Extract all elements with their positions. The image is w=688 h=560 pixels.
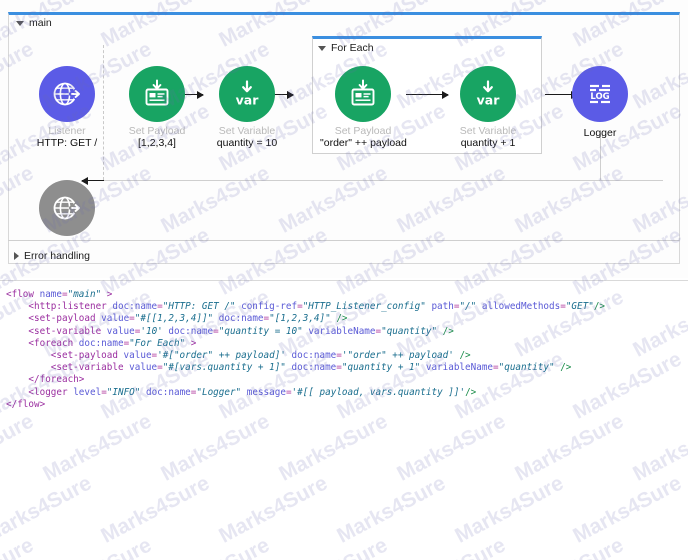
flow-designer-canvas: main For Each Listener HTTP: GET / xyxy=(0,0,688,278)
watermark-text: Marks4Sure xyxy=(511,533,627,560)
error-handling-section[interactable]: Error handling xyxy=(14,250,90,262)
globe-arrow-icon[interactable] xyxy=(39,66,95,122)
main-flow-header[interactable]: main xyxy=(16,17,52,29)
node-value-label: quantity + 1 xyxy=(460,137,516,149)
chevron-right-icon[interactable] xyxy=(14,252,19,260)
node-set-payload-2[interactable]: Set Payload "order" ++ payload xyxy=(320,66,407,150)
watermark-text: Marks4Sure xyxy=(0,471,96,548)
watermark-text: Marks4Sure xyxy=(215,471,332,548)
logger-down-line xyxy=(600,133,601,180)
code-line: <logger level="INFO" doc:name="Logger" m… xyxy=(6,386,477,398)
watermark-text: Marks4Sure xyxy=(157,533,273,560)
node-type-label: Set Variable xyxy=(459,125,517,137)
node-set-variable-1[interactable]: var Set Variable quantity = 10 xyxy=(204,66,290,150)
arrow-response-to-listener xyxy=(81,176,104,185)
node-set-variable-2[interactable]: var Set Variable quantity + 1 xyxy=(445,66,531,150)
arrow-listener-to-setpayload xyxy=(172,90,204,99)
set-payload-icon[interactable] xyxy=(335,66,391,122)
main-flow-container xyxy=(8,12,680,264)
watermark-text: Marks4Sure xyxy=(629,533,688,560)
globe-arrow-icon[interactable] xyxy=(39,180,95,236)
code-line: <http:listener doc:name="HTTP: GET /" co… xyxy=(6,301,606,313)
code-line: </foreach> xyxy=(6,374,85,386)
chevron-down-icon[interactable] xyxy=(16,20,24,26)
watermark-text: Marks4Sure xyxy=(39,533,155,560)
watermark-text: Marks4Sure xyxy=(393,533,509,560)
code-line: <foreach doc:name="For Each" > xyxy=(6,337,197,349)
set-variable-var-icon[interactable]: var xyxy=(219,66,275,122)
node-value-label: [1,2,3,4] xyxy=(138,137,176,149)
node-type-label: Set Payload xyxy=(334,125,392,137)
error-handling-title: Error handling xyxy=(24,250,90,262)
code-line: <set-variable value='10' doc:name="quant… xyxy=(6,325,454,337)
node-value-label: quantity = 10 xyxy=(216,137,278,149)
foreach-scope-header[interactable]: For Each xyxy=(318,42,374,54)
node-value-label: HTTP: GET / xyxy=(36,137,98,149)
svg-text:var: var xyxy=(477,93,501,108)
node-type-label: Set Variable xyxy=(218,125,276,137)
watermark-text: Marks4Sure xyxy=(451,471,568,548)
node-value-label: Logger xyxy=(583,127,617,139)
logger-log-icon[interactable]: LOG xyxy=(572,66,628,122)
watermark-text: Marks4Sure xyxy=(97,471,214,548)
xml-code-pane[interactable]: <flow name="main" > <http:listener doc:n… xyxy=(0,280,688,426)
code-line: <set-payload value='#["order" ++ payload… xyxy=(6,350,471,362)
node-http-response[interactable] xyxy=(24,180,110,236)
node-set-payload-1[interactable]: Set Payload [1,2,3,4] xyxy=(114,66,200,150)
code-line: <set-variable value="#[vars.quantity + 1… xyxy=(6,362,572,374)
code-line: <flow name="main" > xyxy=(6,289,113,300)
main-flow-title: main xyxy=(29,17,52,29)
xml-source[interactable]: <flow name="main" > <http:listener doc:n… xyxy=(0,281,688,411)
watermark-text: Marks4Sure xyxy=(0,533,38,560)
watermark-text: Marks4Sure xyxy=(333,471,450,548)
code-line: </flow> xyxy=(6,398,46,410)
chevron-down-icon[interactable] xyxy=(318,45,326,51)
arrow-foreach-setpayload-to-setvariable xyxy=(406,90,449,99)
flow-bottom-divider xyxy=(8,240,680,241)
foreach-scope-title: For Each xyxy=(331,42,374,54)
watermark-text: Marks4Sure xyxy=(275,533,391,560)
node-type-label: Set Payload xyxy=(128,125,186,137)
node-http-listener[interactable]: Listener HTTP: GET / xyxy=(24,66,110,150)
response-path-line xyxy=(103,180,663,181)
source-divider-line xyxy=(103,45,104,180)
set-payload-icon[interactable] xyxy=(129,66,185,122)
svg-text:LOG: LOG xyxy=(590,92,609,102)
node-type-label: Listener xyxy=(48,125,86,137)
watermark-text: Marks4Sure xyxy=(569,471,686,548)
code-line: <set-payload value="#[[1,2,3,4]]" doc:na… xyxy=(6,313,348,325)
svg-text:var: var xyxy=(236,93,260,108)
node-logger[interactable]: LOG Logger xyxy=(557,66,643,140)
set-variable-var-icon[interactable]: var xyxy=(460,66,516,122)
node-value-label: "order" ++ payload xyxy=(320,137,407,149)
